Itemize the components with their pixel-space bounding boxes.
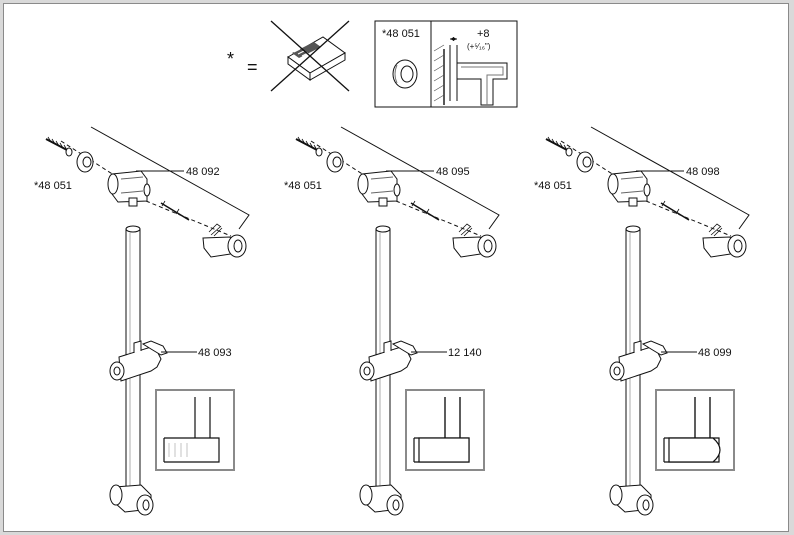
- assembly-2-detail-cap: [418, 397, 470, 463]
- washer-part-label-3: *48 051: [534, 180, 572, 192]
- slider-part-label-2: 12 140: [448, 347, 482, 359]
- star-symbol: *: [227, 49, 234, 69]
- crossed-out-pad-icon: [270, 20, 350, 92]
- dimension-inches: (+⁵⁄₁₆"): [467, 42, 491, 51]
- slider-part-label-3: 48 099: [698, 347, 732, 359]
- exploded-parts-diagram: * = *48 051: [34, 20, 750, 516]
- bracket-part-label-2: 48 095: [436, 166, 470, 178]
- dimension-value: +8: [477, 28, 490, 40]
- legend-part-number: *48 051: [382, 28, 420, 40]
- assembly-1: [45, 126, 250, 516]
- legend-group: * = *48 051: [227, 20, 518, 108]
- washer-part-label-2: *48 051: [284, 180, 322, 192]
- dimension-detail-box: *48 051 +8 (+⁵⁄₁₆"): [374, 20, 518, 108]
- assembly-3: [545, 126, 750, 516]
- slider-part-label-1: 48 093: [198, 347, 232, 359]
- drawing-sheet: * = *48 051: [3, 3, 789, 532]
- equals-symbol: =: [247, 57, 258, 77]
- bracket-part-label-3: 48 098: [686, 166, 720, 178]
- washer-part-label-1: *48 051: [34, 180, 72, 192]
- bracket-part-label-1: 48 092: [186, 166, 220, 178]
- assembly-3-detail-cap: [668, 397, 721, 463]
